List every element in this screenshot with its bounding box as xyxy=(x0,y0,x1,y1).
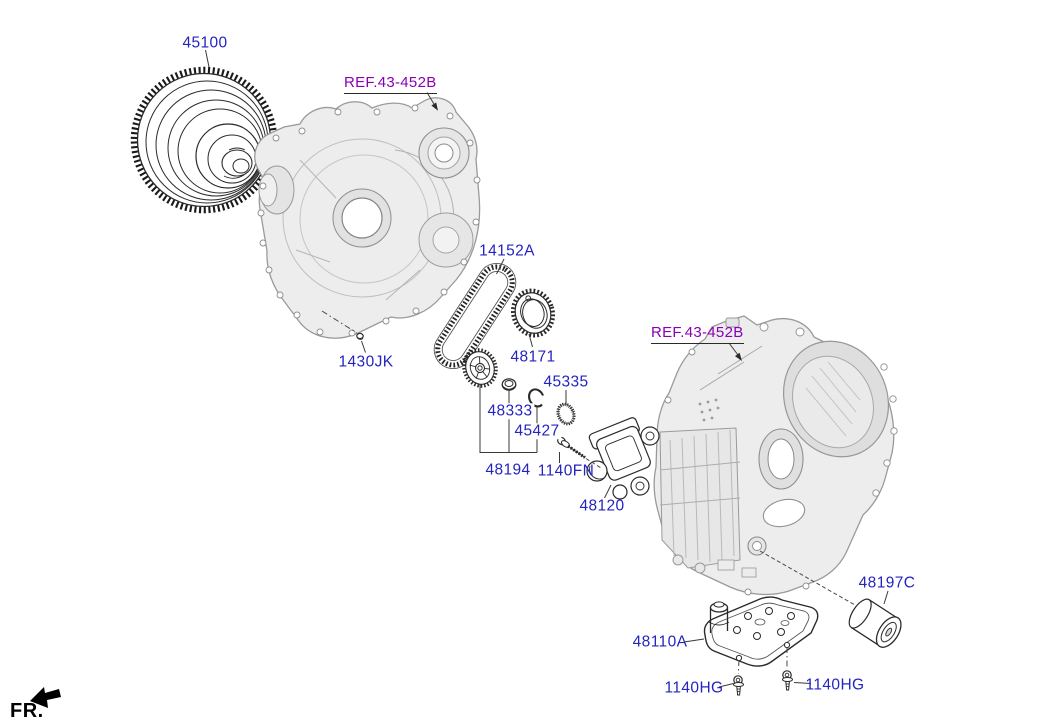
ref-link-left-case[interactable]: REF.43-452B xyxy=(344,74,437,94)
callout-14152a: 14152A xyxy=(479,242,535,260)
callout-1140hg-right: 1140HG xyxy=(805,676,865,694)
callout-45427: 45427 xyxy=(512,422,562,440)
callout-45100: 45100 xyxy=(182,34,228,52)
callout-48110a: 48110A xyxy=(632,633,688,651)
drive-gear-drawing xyxy=(462,348,498,388)
pan-bolt-right-drawing xyxy=(782,670,793,691)
ref-link-right-case[interactable]: REF.43-452B xyxy=(651,324,744,344)
callout-48333: 48333 xyxy=(485,402,535,420)
snap-ring-drawing xyxy=(528,388,544,408)
callout-48120: 48120 xyxy=(579,497,625,515)
torque-converter-drawing xyxy=(130,66,278,214)
pan-bolt-left-drawing xyxy=(733,675,744,696)
assembly-dashed-lines xyxy=(585,458,856,606)
oil-filter-assy-drawing xyxy=(703,596,819,667)
callout-45335: 45335 xyxy=(543,373,589,391)
seal-ring-drawing xyxy=(556,402,576,426)
chain-drawing xyxy=(433,263,517,369)
oil-pump-drawing xyxy=(586,417,660,500)
callout-1140fn: 1140FN xyxy=(537,462,595,480)
transaxle-case-drawing xyxy=(653,315,898,596)
fr-direction-arrow xyxy=(30,687,61,708)
fr-label: FR. xyxy=(10,700,44,722)
callout-48194: 48194 xyxy=(485,461,531,479)
callout-48197c: 48197C xyxy=(858,574,916,592)
filter-cartridge-drawing xyxy=(848,598,902,648)
sprocket-drawing xyxy=(510,288,556,338)
callout-1140hg-left: 1140HG xyxy=(664,679,724,697)
callout-1430jk: 1430JK xyxy=(338,353,394,371)
pump-bolt-drawing xyxy=(557,436,586,459)
ref-arrowhead-right xyxy=(735,352,742,361)
ref-arrowhead-left xyxy=(431,102,438,111)
assembly-centerlines xyxy=(321,310,788,675)
leader-lines xyxy=(205,49,889,688)
converter-housing-drawing xyxy=(254,97,481,339)
retainer-drawing xyxy=(501,378,517,391)
plug-drawing xyxy=(356,332,364,340)
callout-48171: 48171 xyxy=(510,348,556,366)
